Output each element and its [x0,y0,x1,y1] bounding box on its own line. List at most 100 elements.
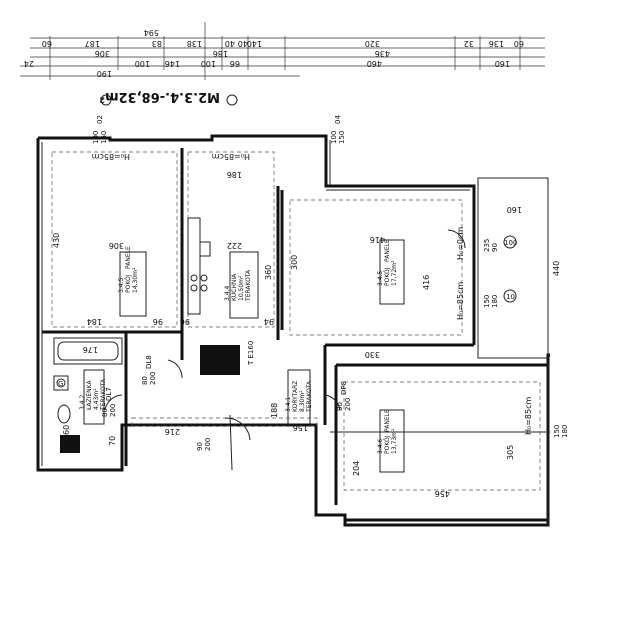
door-swing-1 [167,359,183,379]
dim-594: 594 [144,28,159,37]
room-1-num: 3.4.5 [118,278,125,293]
room-frame-1 [51,151,178,328]
room-4-num: 3.4.2 [79,395,86,410]
kitchen-sink [199,241,211,257]
room-1-floor: PANELE [125,246,132,269]
room-4-label-box [83,369,105,425]
room-2-num: 3.4.4 [224,286,231,301]
dim-456: 456 [435,489,450,498]
dim-e60: E60 [62,425,71,440]
height-5: H₀=85cm [524,396,533,435]
window-tag-circle-1 [100,94,112,106]
room-frame-3 [289,199,463,336]
dim-416a: 416 [370,235,385,244]
window-tag-code-1: 02 [96,115,104,124]
door-4-bottom: 200 [344,398,352,411]
room-4-name: ŁAZIENKA [86,380,93,411]
room-5-label-box [287,369,311,427]
room-6-floor: PANELE [384,409,391,432]
door-3-top: 90 [196,442,204,451]
room-6-name: POKÓJ [384,435,391,454]
dim-190: 190 [97,69,112,78]
room-3-label-box [379,239,405,305]
room-5-area: 8,30m² [299,390,306,412]
balcony-tag-2-top: 150 [483,295,491,308]
room-6-area: 13,73m² [391,428,398,454]
balcony-tag-1-bottom: 90 [491,243,499,252]
dim-136: 136 [489,39,504,48]
dim-32: 32 [464,39,474,48]
kitchen-counter [187,217,201,315]
room-1-name: POKÓJ [125,274,132,293]
dim-222: 222 [227,241,242,250]
dim-186: 186 [213,49,228,58]
dim-94: 94 [264,317,274,326]
dim-160: 160 [495,59,510,68]
door-1-top: 80 [141,376,149,385]
dim-330: 330 [365,350,380,359]
toilet [57,404,71,424]
dim-156: 156 [293,423,308,432]
t-e160: T E160 [247,341,255,366]
dim-140: 140 [247,39,262,48]
room-3-area: 17,72m² [391,260,398,286]
unit-title: M2.3.4.-68,32m² [99,89,220,104]
dim-160-balcony: 160 [507,205,522,214]
dim-40b: 40 [238,39,248,48]
room-1-label-box [119,251,147,317]
dim-146: 146 [165,59,180,68]
dim-460: 460 [367,59,382,68]
dim-440: 440 [552,261,561,276]
balcony-tag-3-top: 150 [553,425,561,438]
dim-70: 70 [108,436,117,446]
dim-430: 430 [52,233,61,248]
balcony-tag-circle-2 [503,289,517,303]
washer [53,375,69,391]
door-4-top: 80 [336,402,344,411]
room-2-name: KUCHNIA [231,273,238,301]
bathtub [53,337,123,365]
dim-96b: 96 [180,317,190,326]
room-3-name: POKÓJ [384,267,391,286]
bath-box-label: G [58,380,63,388]
dim-300: 300 [290,255,299,270]
dim-40a: 40 [225,39,235,48]
stove-burner-2 [190,284,198,292]
room-6-label-box [379,409,405,473]
room-2-label-box [229,251,259,319]
top-dimension-area: 594 187 83 138 140 320 60 40 40 32 136 6… [20,22,545,80]
balcony-tag-circle-1 [503,235,517,249]
dim-188: 188 [270,403,279,418]
height-3: H₀=0cm [456,227,465,260]
dim-204: 204 [352,461,361,476]
window-tag-circle-2 [226,94,238,106]
door-4-code: DP8 [340,381,348,395]
dim-216: 216 [165,427,180,436]
dim-320: 320 [365,39,380,48]
door-2-bottom: 200 [109,404,117,417]
window-tag-top-2: 100 [330,131,338,144]
door-swing-2 [104,394,123,411]
bathtub-inner [57,341,119,361]
dim-360: 360 [264,265,273,280]
dim-100b: 100 [201,59,216,68]
dim-60a: 60 [42,39,52,48]
window-tag-bottom-2: 150 [338,131,346,144]
stove-burner-4 [200,284,208,292]
height-1: H₀=85cm [91,152,130,161]
dim-187: 187 [85,39,100,48]
dim-96a: 96 [153,317,163,326]
room-frame-4 [343,381,541,491]
height-2: H₀=85cm [211,152,250,161]
washer-drum [56,378,66,388]
room-2-floor: TERAKOTA [245,269,252,302]
dim-436: 436 [375,49,390,58]
door-2-top: 80 [101,408,109,417]
door-3-bottom: 200 [204,438,212,451]
balcony-tag-1-top: 235 [483,239,491,252]
dim-66: 66 [230,59,240,68]
dim-176: 176 [83,345,98,354]
room-5-name: KORYTARZ [292,381,299,412]
balcony [477,177,549,359]
